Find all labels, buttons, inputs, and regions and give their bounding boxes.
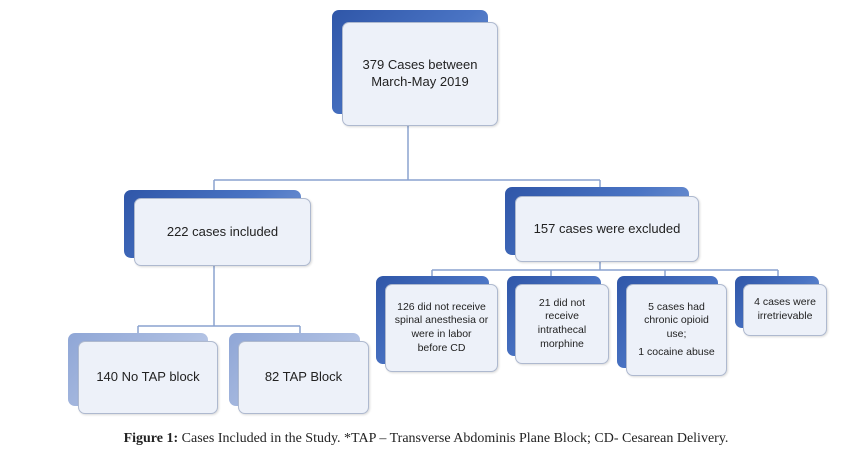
node-excl-spinal-line-1: 126 did not receive [397, 300, 486, 313]
node-excluded-label: 157 cases were excluded [533, 220, 681, 236]
figure-caption-text: Cases Included in the Study. *TAP – Tran… [178, 431, 729, 446]
node-excl-opioid-line-1: 5 cases had [648, 300, 705, 313]
node-excl-spinal-line-4: before CD [417, 341, 466, 354]
figure-caption-label: Figure 1: [123, 431, 179, 446]
node-excl-morphine-line-1: 21 did not [538, 296, 586, 309]
node-excl-morphine-line-4: morphine [540, 337, 584, 350]
node-root-line-1: 379 Cases between [362, 57, 478, 73]
node-excl-morphine-line-2: receive [545, 310, 579, 323]
node-excl-opioid-line-3: use; [666, 328, 687, 340]
node-root-line-2: March-May 2019 [371, 74, 469, 89]
figure-caption: Figure 1: Cases Included in the Study. *… [0, 431, 852, 447]
node-excl-opioid-line-4: 1 cocaine abuse [638, 345, 715, 358]
node-excl-opioid-line-2: chronic opioid [644, 314, 709, 327]
node-tap-label: 82 TAP Block [264, 369, 343, 385]
node-excl-spinal-line-3: were in labor [411, 328, 472, 340]
node-excl-morphine-line-3: intrathecal [537, 324, 587, 336]
node-no-tap-label: 140 No TAP block [96, 369, 200, 385]
node-included-label: 222 cases included [166, 223, 279, 239]
node-excl-irretrievable-line-2: irretrievable [757, 310, 813, 322]
node-excl-spinal-line-2: spinal anesthesia or [394, 314, 489, 327]
node-excl-irretrievable-line-1: 4 cases were [754, 296, 816, 309]
